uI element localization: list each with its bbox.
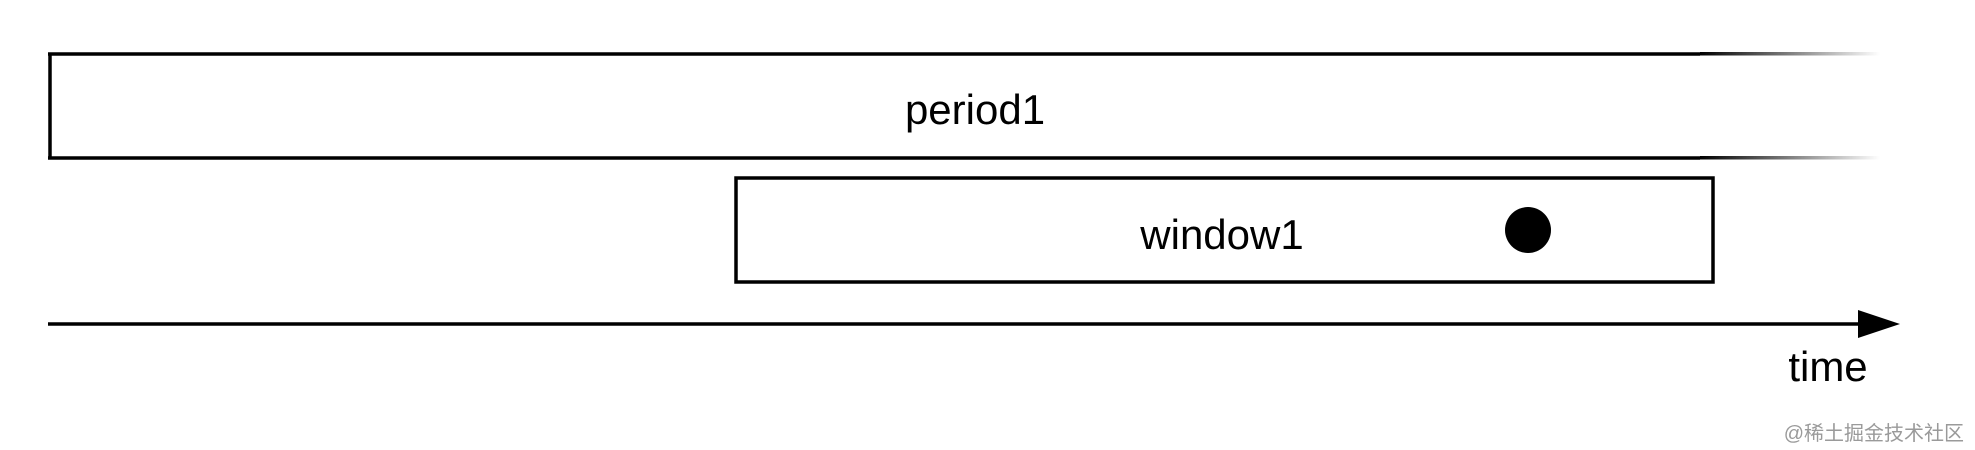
time-axis-label: time — [1788, 343, 1867, 390]
window-label: window1 — [1139, 211, 1303, 258]
period-box-bottom-fade — [1700, 156, 1880, 160]
event-dot — [1505, 207, 1551, 253]
window-box-outline — [734, 176, 1715, 284]
window-box: window1 — [734, 176, 1715, 284]
period-box: period1 — [48, 52, 1880, 160]
watermark: @稀土掘金技术社区 — [1784, 422, 1964, 445]
period-box-top-fade — [1700, 52, 1880, 56]
time-axis-arrowhead — [1858, 310, 1900, 338]
time-axis: time — [48, 310, 1900, 390]
period-label: period1 — [905, 86, 1045, 133]
